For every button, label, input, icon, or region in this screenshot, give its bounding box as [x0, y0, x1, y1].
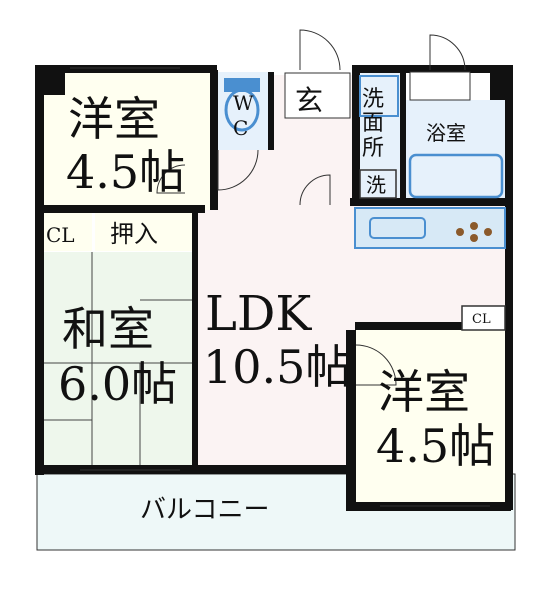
- bath-floor: [403, 100, 505, 202]
- washer-label: 洗: [366, 173, 386, 197]
- ldk-size: 10.5帖: [203, 340, 351, 394]
- entrance-label: 玄: [295, 84, 323, 117]
- washroom-floor: [356, 72, 401, 202]
- western-room-1-floor: [42, 70, 217, 210]
- kitchen-counter: [354, 207, 506, 249]
- western-room-1-size: 4.5帖: [66, 145, 185, 199]
- windows: [70, 67, 490, 507]
- bath-label: 浴室: [426, 121, 466, 145]
- ldk-name: LDK: [205, 286, 312, 342]
- western-room-2-size: 4.5帖: [376, 419, 495, 473]
- closet-left-label: CL: [46, 223, 75, 247]
- closet-right-label: CL: [472, 312, 491, 327]
- oshiire-floor: [95, 213, 195, 251]
- western-room-2-floor: [352, 330, 505, 505]
- western-room-1-name: 洋室: [68, 92, 160, 146]
- western-room-2-name: 洋室: [378, 365, 470, 419]
- bathtub-fixture: [408, 153, 504, 199]
- washbasin-fixture: [359, 75, 399, 117]
- oshiire-label: 押入: [110, 220, 158, 248]
- balcony-label: バルコニー: [140, 495, 269, 525]
- washroom-char-1: 洗: [362, 87, 384, 112]
- japanese-room-name: 和室: [62, 302, 154, 356]
- closet-right-box: [461, 305, 506, 331]
- toilet-fixture: [224, 78, 260, 132]
- japanese-room-size: 6.0帖: [58, 357, 177, 411]
- door-swings: [156, 29, 466, 386]
- wc-label-c: C: [233, 116, 248, 140]
- closet-left-floor: [42, 213, 92, 251]
- wc-label-w: W: [233, 91, 254, 115]
- tatami-lines: [42, 252, 197, 470]
- washroom-char-3: 所: [362, 136, 384, 161]
- entrance-step: [284, 72, 351, 119]
- washer-fixture: [359, 169, 397, 199]
- washroom-char-2: 面: [362, 111, 384, 136]
- japanese-room-floor: [42, 252, 197, 470]
